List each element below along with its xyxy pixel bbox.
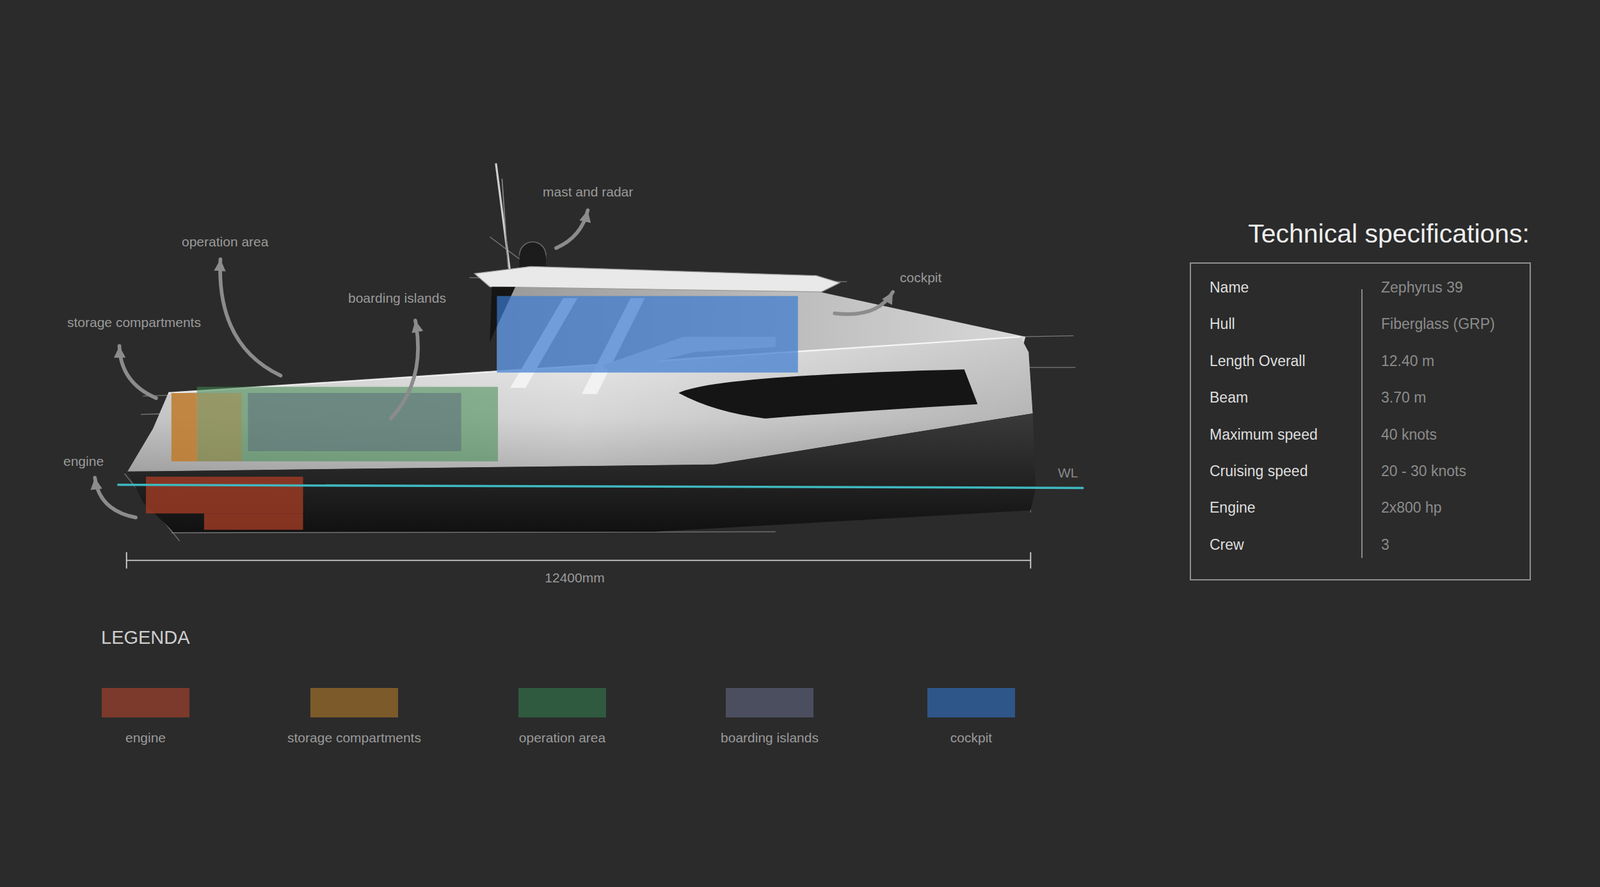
callout-label: cockpit <box>899 269 942 286</box>
legend-swatch <box>101 688 190 718</box>
legend-swatch <box>518 688 607 718</box>
table-key: Beam <box>1209 389 1248 408</box>
spec-table-box: Technical specifications:NameZephyrus 39… <box>1189 262 1531 581</box>
table-value: 3 <box>1381 536 1390 555</box>
table-key: Length Overall <box>1209 352 1306 371</box>
waterline-label: WL <box>1057 464 1079 481</box>
legend-label: boarding islands <box>720 729 819 746</box>
table-value: 20 - 30 knots <box>1381 462 1467 481</box>
legend-label: engine <box>125 729 166 746</box>
table-heading: Technical specifications: <box>1248 218 1530 250</box>
callout-label: engine <box>63 453 104 470</box>
table-key: Hull <box>1209 315 1236 334</box>
callout-label: mast and radar <box>542 183 633 200</box>
table-key: Name <box>1209 279 1249 297</box>
legend-swatch <box>927 688 1016 718</box>
legend-label: cockpit <box>950 729 992 746</box>
legend-swatch <box>310 688 399 718</box>
legend-swatch <box>725 688 814 718</box>
callout-label: operation area <box>181 233 269 250</box>
table-value: Zephyrus 39 <box>1381 279 1464 297</box>
table-value: Fiberglass (GRP) <box>1381 315 1496 334</box>
dimension-label: 12400mm <box>544 569 605 586</box>
callout-label: storage compartments <box>67 314 201 331</box>
legend-label: operation area <box>519 729 606 746</box>
legend-label: storage compartments <box>287 729 422 746</box>
legend-heading: LEGENDA <box>101 626 191 649</box>
table-key: Crew <box>1209 536 1245 555</box>
table-key: Maximum speed <box>1209 426 1318 445</box>
table-key: Cruising speed <box>1209 462 1308 481</box>
table-value: 3.70 m <box>1381 389 1426 408</box>
table-divider <box>1361 289 1363 559</box>
callout-label: boarding islands <box>348 289 447 306</box>
table-key: Engine <box>1209 499 1256 518</box>
table-value: 2x800 hp <box>1381 499 1442 518</box>
table-value: 40 knots <box>1381 426 1437 445</box>
table-value: 12.40 m <box>1381 352 1435 371</box>
